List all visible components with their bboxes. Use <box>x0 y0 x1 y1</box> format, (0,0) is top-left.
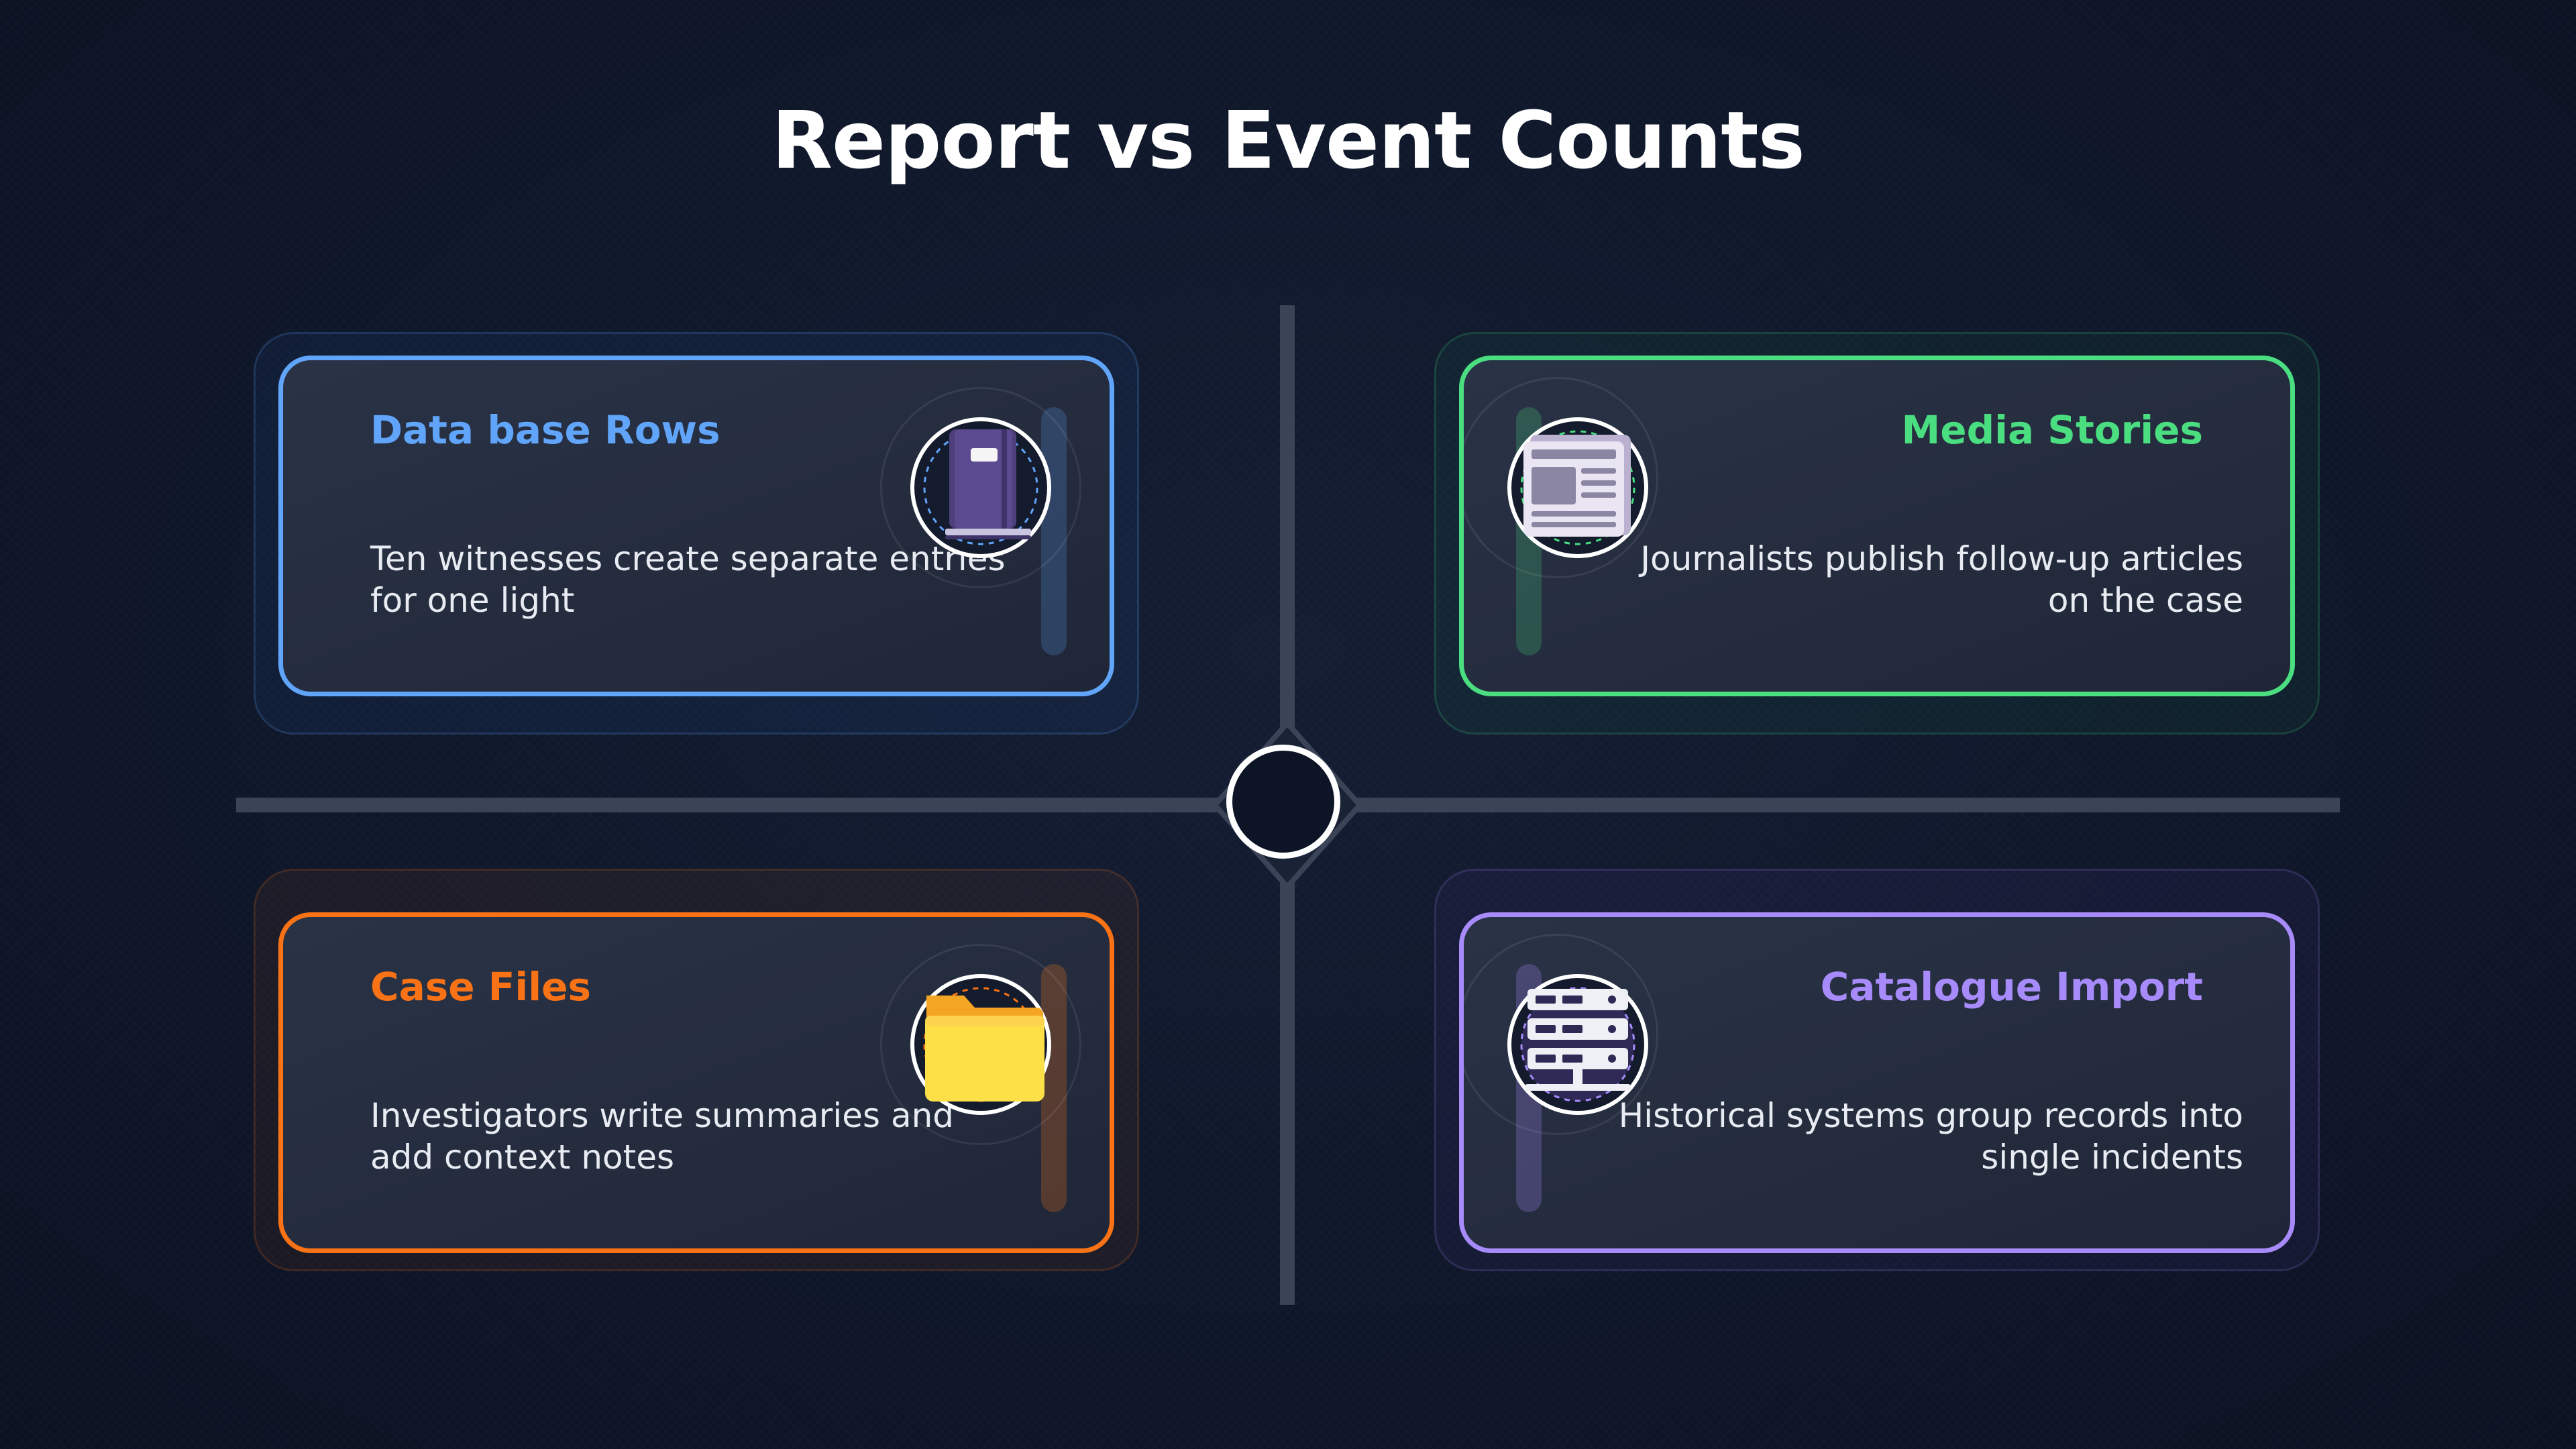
icon-disc <box>1507 974 1648 1115</box>
center-node <box>1226 745 1340 859</box>
icon-ring <box>880 387 1081 588</box>
quadrant-title: Catalogue Import <box>1820 964 2203 1010</box>
icon-disc <box>1507 417 1648 558</box>
icon-ring <box>880 944 1081 1145</box>
icon-disc <box>910 974 1051 1115</box>
folder-icon <box>923 987 1044 1102</box>
icon-disc <box>910 417 1051 558</box>
quadrant-title: Case Files <box>370 964 591 1010</box>
quadrant-database-rows: Data base Rows Ten witnesses create sepa… <box>278 356 1114 696</box>
quadrant-title: Media Stories <box>1901 407 2203 453</box>
page-title: Report vs Event Counts <box>771 94 1805 186</box>
quadrant-description: Journalists publish follow-up articles o… <box>1640 539 2243 620</box>
quadrant-media-stories: Media Stories Journalists publish follow… <box>1459 356 2295 696</box>
quadrant-title: Data base Rows <box>370 407 720 453</box>
icon-ring <box>1464 934 1658 1135</box>
quadrant-description: Investigators write summaries and add co… <box>370 1096 955 1177</box>
quadrant-catalogue-import: Catalogue Import Historical systems grou… <box>1459 912 2295 1253</box>
server-icon <box>1520 987 1635 1102</box>
quadrant-case-files: Case Files Investigators write summaries… <box>278 912 1114 1253</box>
icon-ring <box>1464 377 1658 578</box>
newspaper-icon <box>1520 430 1635 545</box>
book-icon <box>923 429 1038 545</box>
quadrant-description: Historical systems group records into si… <box>1618 1096 2243 1177</box>
